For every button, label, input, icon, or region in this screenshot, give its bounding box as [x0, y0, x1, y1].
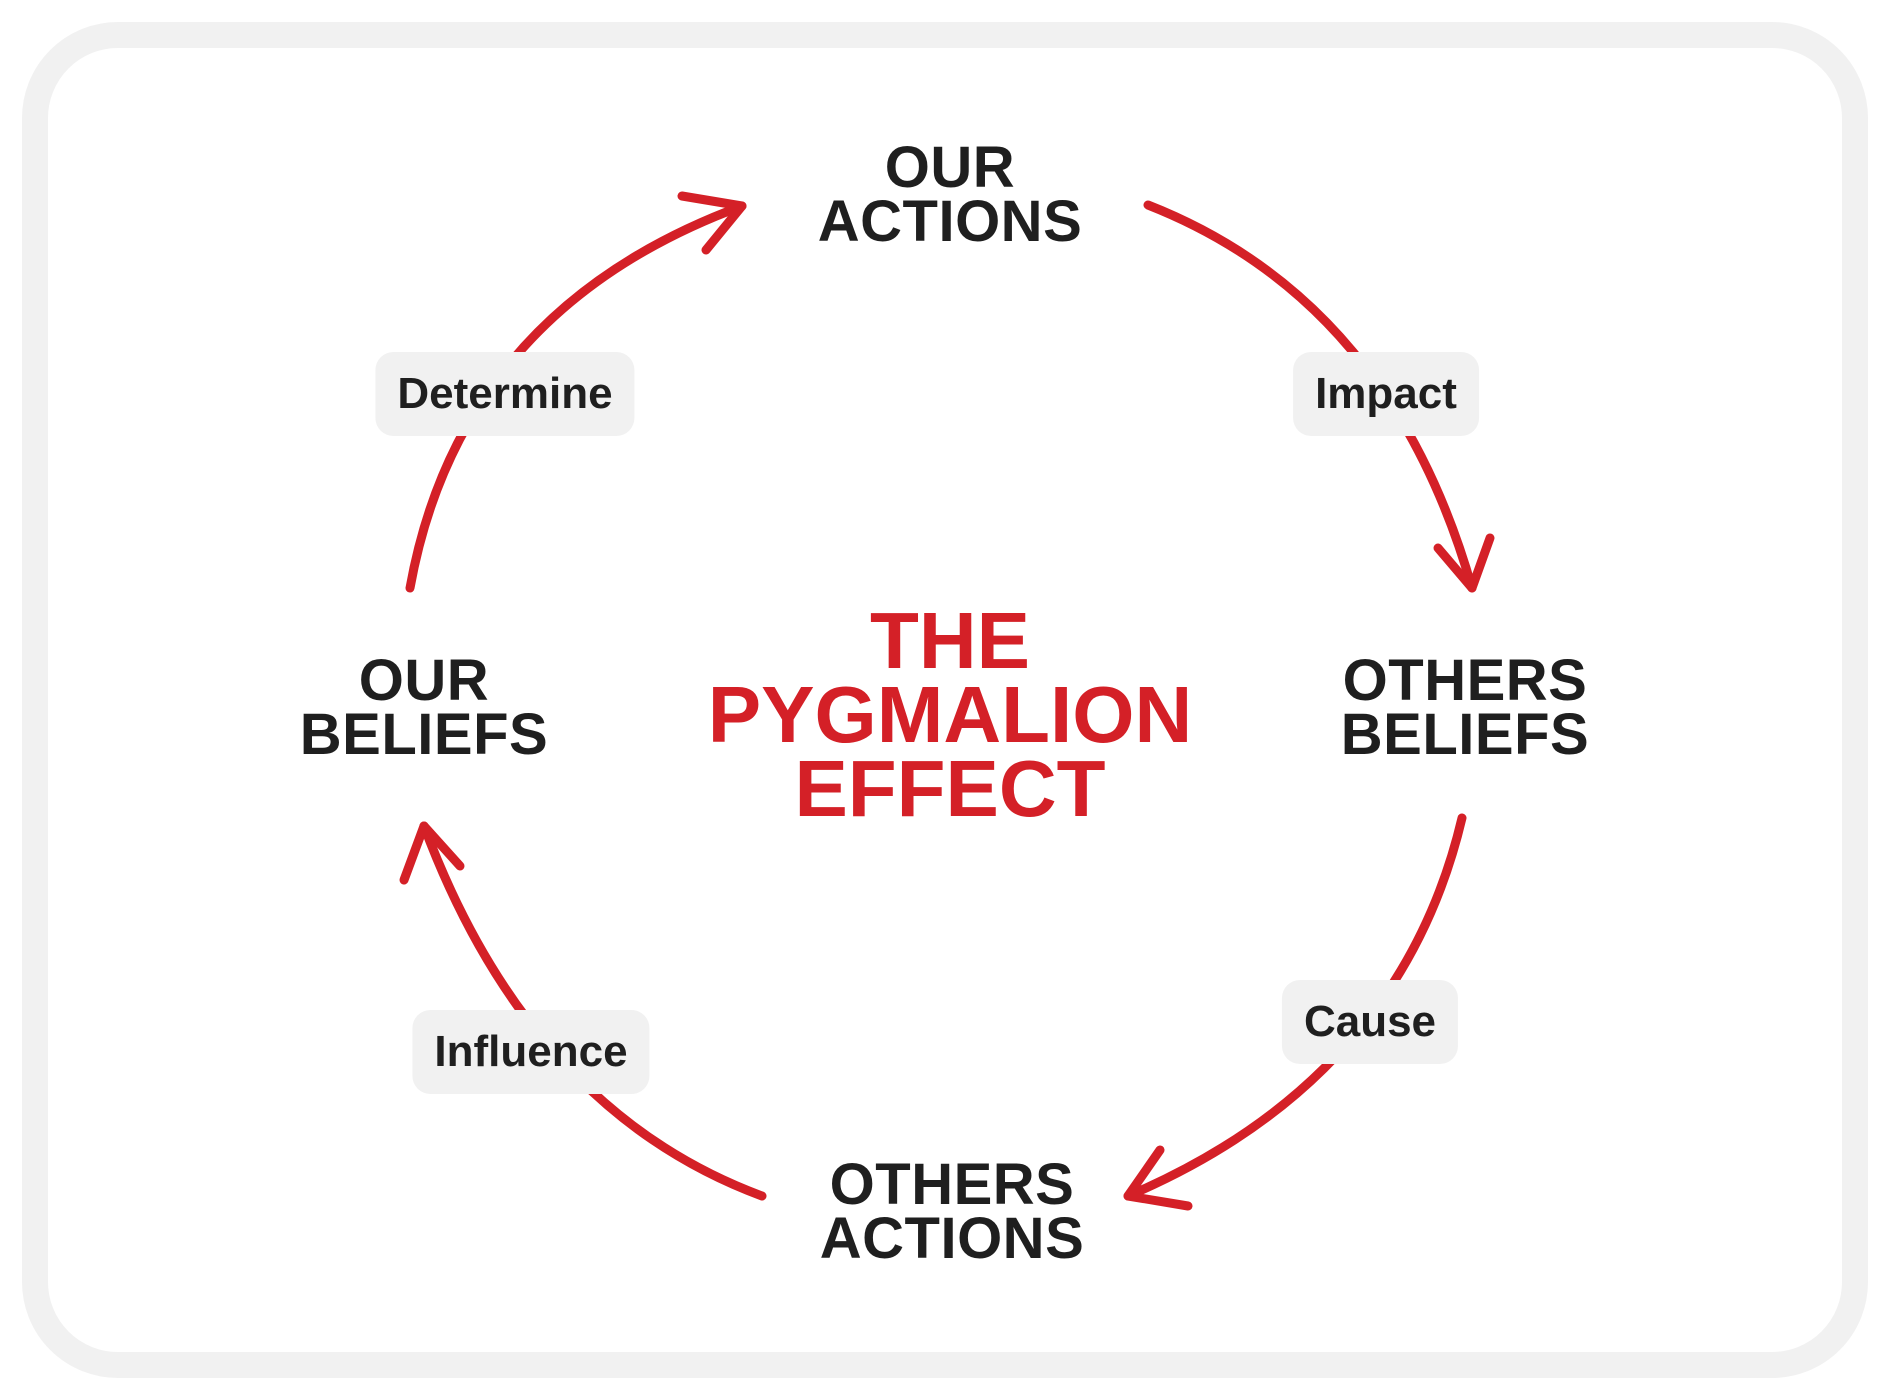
link-label-influence: Influence — [412, 1010, 650, 1094]
arrowhead-our-actions — [677, 191, 747, 255]
arrow-actions-to-others-beliefs — [1143, 200, 1477, 593]
title-line2: PYGMALION — [707, 670, 1193, 759]
node-our-actions-line1: OUR — [884, 135, 1016, 200]
node-our-actions: OUR ACTIONS — [817, 135, 1083, 254]
node-our-beliefs-line1: OUR — [358, 648, 490, 713]
arrowhead-others-beliefs — [1433, 533, 1495, 593]
link-label-cause: Cause — [1281, 980, 1459, 1064]
arrowhead-others-actions — [1123, 1145, 1193, 1211]
node-our-beliefs: OUR BELIEFS — [299, 648, 549, 767]
node-our-actions-line2: ACTIONS — [817, 189, 1083, 254]
title-line3: EFFECT — [794, 744, 1106, 833]
node-others-beliefs: OTHERS BELIEFS — [1340, 648, 1590, 767]
node-others-beliefs-line1: OTHERS — [1342, 648, 1588, 713]
node-others-actions-line1: OTHERS — [829, 1152, 1075, 1217]
arrowhead-our-beliefs — [399, 821, 465, 885]
node-others-beliefs-line2: BELIEFS — [1340, 702, 1590, 767]
title-line1: THE — [869, 596, 1030, 685]
node-our-beliefs-line2: BELIEFS — [299, 702, 549, 767]
link-label-impact: Impact — [1293, 352, 1479, 436]
node-others-actions: OTHERS ACTIONS — [819, 1152, 1085, 1271]
node-others-actions-line2: ACTIONS — [819, 1206, 1085, 1271]
diagram-frame — [22, 22, 1868, 1378]
link-label-determine: Determine — [375, 352, 635, 436]
diagram-title: THE PYGMALION EFFECT — [707, 596, 1193, 833]
